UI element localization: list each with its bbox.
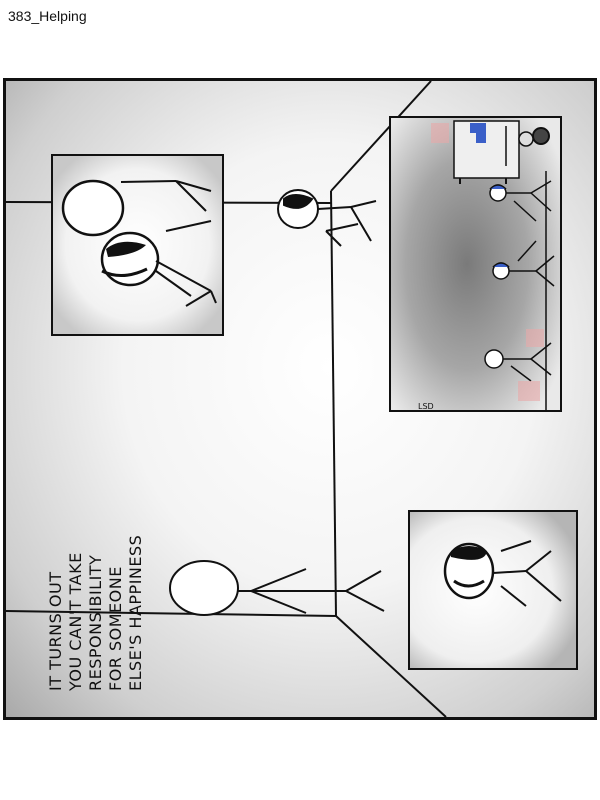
comic-panel: LSD IT TURNS OUT	[3, 78, 597, 720]
inset-panel-hug	[51, 154, 224, 336]
inset-panel-room: LSD	[389, 116, 562, 412]
page-title: 383_Helping	[8, 8, 87, 24]
caption-text: IT TURNS OUT YOU CAN'T TAKE RESPONSIBILI…	[46, 491, 146, 691]
main-figure	[169, 560, 385, 616]
small-figure-top	[277, 189, 377, 247]
caption: IT TURNS OUT YOU CAN'T TAKE RESPONSIBILI…	[46, 491, 256, 691]
signature: LSD	[418, 402, 434, 411]
caption-line-1: IT TURNS OUT	[46, 571, 65, 691]
caption-line-3: RESPONSIBILITY	[86, 554, 105, 691]
comic-drawing: LSD	[6, 81, 578, 717]
caption-line-4: FOR SOMEONE	[106, 566, 125, 691]
caption-line-5: ELSE'S HAPPINESS	[126, 534, 145, 691]
inset-panel-crying	[408, 510, 578, 670]
caption-line-2: YOU CAN'T TAKE	[66, 552, 85, 691]
